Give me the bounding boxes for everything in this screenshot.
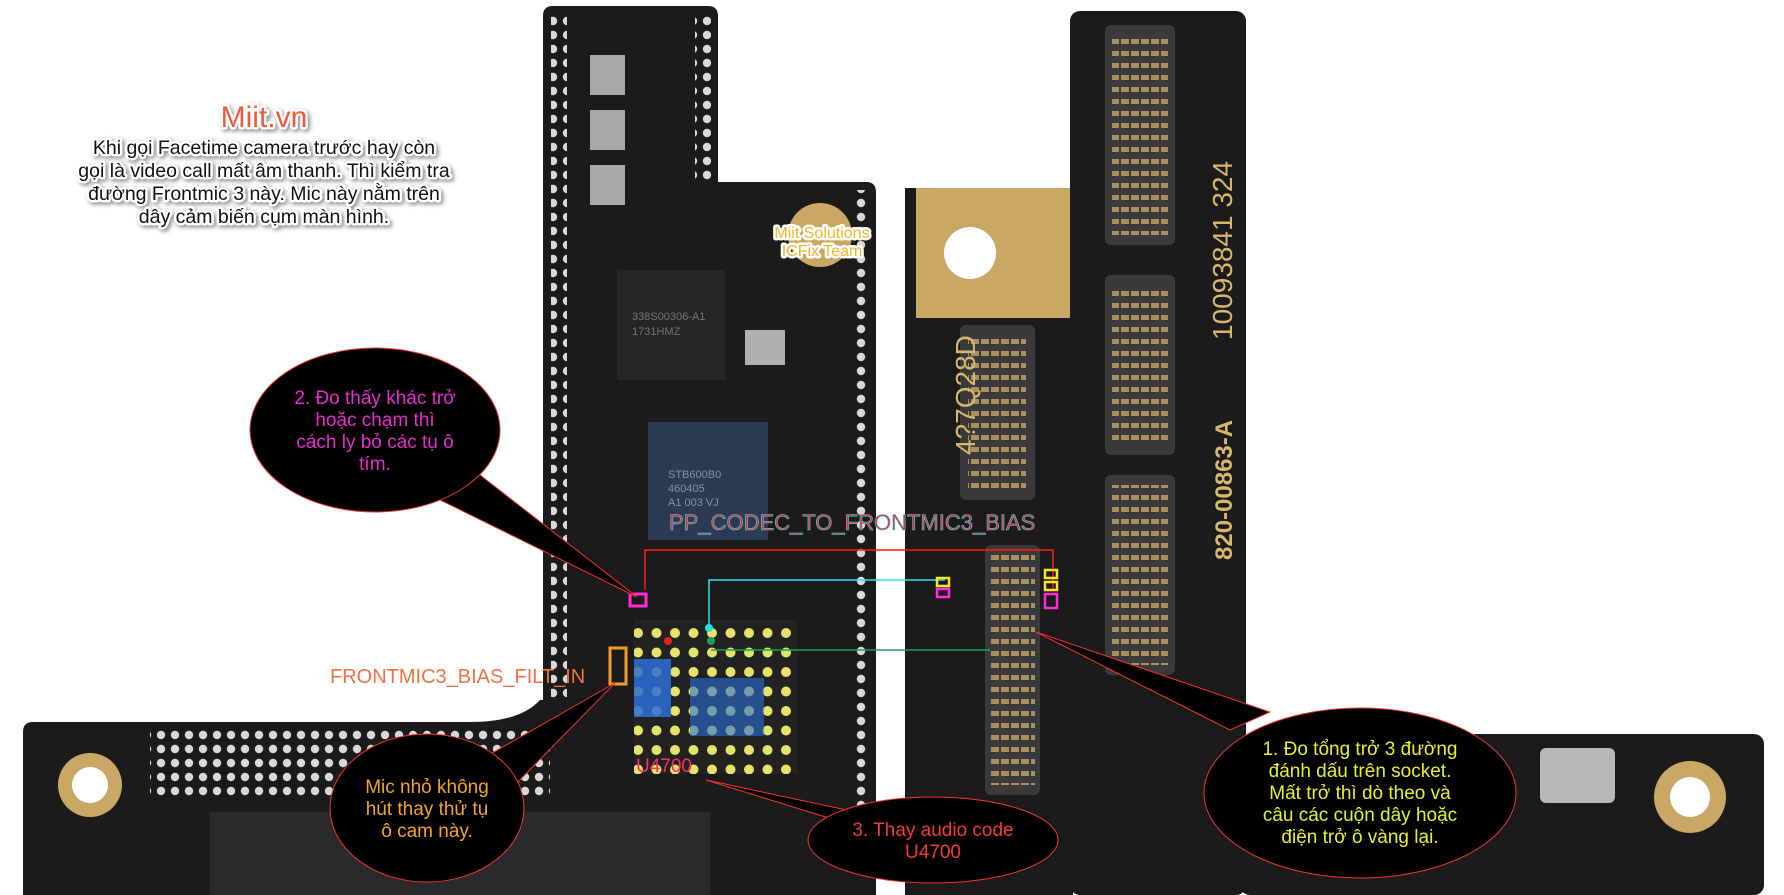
- callout-text: hoặc chạm thì: [315, 410, 434, 431]
- codec-marking: 460405: [668, 483, 705, 495]
- bga-u4700: [634, 620, 797, 774]
- callout-text: 3. Thay audio code: [852, 820, 1013, 841]
- purple-capacitor-marker: [628, 592, 648, 608]
- net-label-bias-filt: FRONTMIC3_BIAS_FILT_IN: [330, 666, 585, 688]
- orange-capacitor-marker: [608, 646, 628, 686]
- yellow-resistor-marker: [935, 576, 951, 588]
- screw-hole-pad: [788, 203, 852, 267]
- chip-338s00306: [617, 270, 725, 380]
- callout-text: 2. Đo thấy khác trở: [294, 388, 455, 409]
- callout-text: Mất trở thì dò theo và: [1269, 783, 1451, 804]
- callout-text: tím.: [359, 454, 391, 475]
- callout-text: U4700: [905, 842, 961, 863]
- intro-block: Miit.vn Khi gọi Facetime camera trước ha…: [76, 99, 453, 231]
- callout-text: Mic nhỏ không: [365, 777, 489, 798]
- callout-mic: Mic nhỏ không hút thay thử tụ ô cam này.: [329, 682, 616, 883]
- callout-step1: 1. Đo tổng trở 3 đường đánh dấu trên soc…: [1035, 631, 1517, 879]
- codec-marking: A1 003 VJ: [668, 497, 719, 509]
- callout-text: 1. Đo tổng trở 3 đường: [1262, 739, 1457, 760]
- codec-marking: STB600B0: [668, 469, 721, 481]
- yellow-resistor-marker: [1043, 568, 1059, 580]
- right-board-part-number: 820-00863-A: [1211, 420, 1238, 560]
- intro-line: đường Frontmic 3 này. Mic này nằm trên: [88, 182, 440, 205]
- yellow-resistor-marker: [1043, 580, 1059, 592]
- right-board-serial: 10093841 324: [1207, 161, 1238, 340]
- brand-logo: Miit.vn: [221, 101, 308, 134]
- purple-capacitor-marker: [1043, 592, 1059, 610]
- watermark-line: Miit Solutions: [774, 225, 869, 242]
- callout-text: hút thay thử tụ: [366, 799, 489, 820]
- callout-text: cách ly bỏ các tụ ô: [296, 432, 453, 453]
- callout-text: đánh dấu trên socket.: [1269, 761, 1452, 782]
- callout-text: ô cam này.: [381, 821, 473, 842]
- callout-step3: 3. Thay audio code U4700: [705, 779, 1059, 884]
- chip-marking: 338S00306-A1: [632, 311, 705, 323]
- trace-cyan: [708, 579, 945, 628]
- callout-text: điện trở ô vàng lại.: [1281, 827, 1438, 848]
- logic-board-middle: [905, 188, 1073, 895]
- chip-label-u4700: U4700: [636, 756, 692, 777]
- intro-line: gọi là video call mất âm thanh. Thì kiểm…: [78, 160, 450, 182]
- logic-board-right: [1070, 11, 1246, 895]
- intro-line: dây cảm biến cụm màn hình.: [139, 206, 389, 228]
- callout-text: câu các cuộn dây hoặc: [1263, 805, 1457, 826]
- watermark-line: ICFix Team: [782, 243, 863, 260]
- watermark: Miit Solutions ICFix Team: [772, 223, 872, 263]
- intro-line: Khi gọi Facetime camera trước hay còn: [93, 137, 435, 159]
- middle-board-serial: 4?7Q28D: [950, 335, 981, 455]
- microphone-component: [1540, 748, 1615, 803]
- chip-marking: 1731HMZ: [632, 326, 681, 338]
- purple-capacitor-marker: [935, 587, 951, 599]
- codec-chip: [648, 422, 768, 540]
- callout-step2: 2. Đo thấy khác trở hoặc chạm thì cách l…: [249, 347, 638, 598]
- net-label-codec-bias: PP_CODEC_TO_FRONTMIC3_BIAS: [669, 510, 1035, 535]
